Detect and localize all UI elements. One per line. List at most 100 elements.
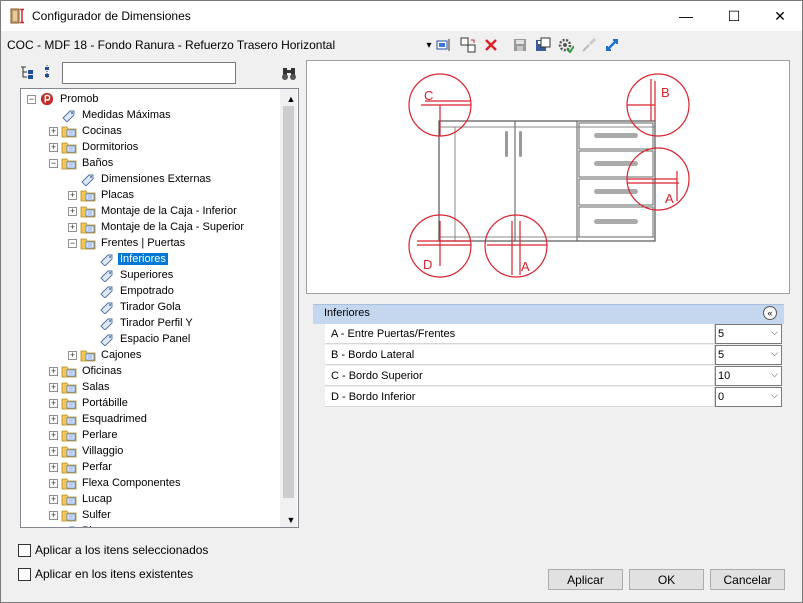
tree-item[interactable]: +Perfar	[49, 459, 114, 475]
property-divider	[714, 366, 715, 386]
tree-item[interactable]: Espacio Panel	[87, 331, 192, 347]
property-value-select[interactable]: 0⌵	[715, 387, 782, 407]
cancel-button[interactable]: Cancelar	[710, 569, 785, 590]
collapse-toggle-icon[interactable]: −	[49, 157, 58, 168]
apply-selected-label: Aplicar a los itens seleccionados	[35, 543, 209, 557]
tree-item[interactable]: + Montaje de la Caja - Superior	[68, 219, 246, 235]
collapse-toggle-icon[interactable]: −	[27, 93, 36, 104]
tree-item[interactable]: + Placas	[68, 187, 136, 203]
binoculars-icon[interactable]	[280, 64, 298, 82]
tree-item[interactable]: −Baños	[49, 155, 115, 171]
tree-item[interactable]: + Cocinas	[49, 123, 124, 139]
move-item-icon[interactable]	[459, 36, 477, 54]
tree-item-label: Superiores	[120, 269, 174, 281]
tree-search-input[interactable]	[62, 62, 236, 84]
tree-item[interactable]: +Oficinas	[49, 363, 124, 379]
properties-section-title: Inferiores	[324, 307, 370, 319]
tree-item-label: Lucap	[82, 493, 112, 505]
expand-toggle-icon[interactable]: +	[49, 365, 58, 376]
tree-scroll-thumb[interactable]	[283, 106, 294, 498]
tree-item[interactable]: Dimensiones Externas	[68, 171, 213, 187]
collapse-toggle-icon[interactable]: −	[68, 237, 77, 248]
tree-item[interactable]: − Frentes | Puertas	[68, 235, 187, 251]
apply-button[interactable]: Aplicar	[548, 569, 623, 590]
tree-item[interactable]: +Montaje de la Caja - Inferior	[68, 203, 239, 219]
property-value-select[interactable]: 10 ⌵	[715, 366, 782, 386]
tree-item[interactable]: Empotrado	[87, 283, 176, 299]
tree-item-label: Cocinas	[82, 125, 122, 137]
tree-item[interactable]: Tirador Gola	[87, 299, 183, 315]
expand-tree-icon[interactable]	[18, 63, 36, 81]
expand-toggle-icon[interactable]: +	[49, 413, 58, 424]
category-tree[interactable]: − Promob Medidas Máximas + Cocinas + Dormito…	[20, 88, 299, 528]
property-value-select[interactable]: 5⌵	[715, 324, 782, 344]
tag-icon	[100, 270, 113, 282]
expand-toggle-icon[interactable]: +	[49, 509, 58, 520]
tree-item[interactable]: +Salas	[49, 379, 112, 395]
tree-item-label: Montaje de la Caja - Superior	[101, 221, 245, 233]
folder-icon	[80, 238, 96, 250]
expand-toggle-icon[interactable]: +	[68, 205, 77, 216]
save-icon[interactable]	[511, 36, 529, 54]
tree-item[interactable]: + Dormitorios	[49, 139, 140, 155]
collapse-section-icon[interactable]: «	[763, 306, 777, 320]
chevron-down-icon[interactable]: ⌵	[771, 348, 778, 358]
tree-item[interactable]: Superiores	[87, 267, 175, 283]
property-value-select[interactable]: 5⌵	[715, 345, 782, 365]
tree-root[interactable]: − Promob	[27, 91, 101, 107]
tree-item[interactable]: Inferiores	[87, 251, 168, 267]
resize-arrow-icon[interactable]	[603, 36, 621, 54]
property-value: 10	[718, 370, 731, 382]
scroll-up-icon[interactable]: ▲	[286, 94, 296, 104]
tree-item-label: Frentes | Puertas	[101, 237, 186, 249]
folder-icon	[61, 462, 77, 474]
tree-item[interactable]: +Villaggio	[49, 443, 125, 459]
apply-existing-checkbox[interactable]	[18, 568, 31, 581]
minimize-button[interactable]: —	[679, 8, 693, 24]
tree-item-label: Esquadrimed	[82, 413, 147, 425]
path-dropdown[interactable]: ▾	[426, 39, 432, 51]
expand-toggle-icon[interactable]: +	[49, 429, 58, 440]
save-as-icon[interactable]	[534, 36, 552, 54]
tree-item[interactable]: + Perlare	[49, 427, 119, 443]
properties-section-header[interactable]	[313, 304, 784, 324]
cabinet-drawing: C B A D A	[408, 73, 690, 278]
tree-item[interactable]: Medidas Máximas	[49, 107, 173, 123]
delete-icon[interactable]	[482, 36, 500, 54]
collapse-tree-icon[interactable]	[39, 63, 57, 81]
close-button[interactable]: ✕	[774, 7, 786, 24]
expand-toggle-icon[interactable]: +	[49, 125, 58, 136]
expand-toggle-icon[interactable]: +	[49, 461, 58, 472]
disabled-tool-icon	[580, 36, 598, 54]
maximize-button[interactable]: ☐	[727, 7, 741, 24]
tree-item[interactable]: +Portábille	[49, 395, 130, 411]
tree-item[interactable]: + Lucap	[49, 491, 114, 507]
expand-toggle-icon[interactable]: +	[49, 477, 58, 488]
expand-toggle-icon[interactable]: +	[68, 189, 77, 200]
tree-item[interactable]: +Flexa Componentes	[49, 475, 182, 491]
expand-toggle-icon[interactable]: +	[68, 221, 77, 232]
tree-item[interactable]: Pl...	[49, 523, 103, 527]
expand-toggle-icon[interactable]: +	[49, 397, 58, 408]
tree-item[interactable]: + Esquadrimed	[49, 411, 149, 427]
chevron-down-icon[interactable]: ⌵	[771, 327, 778, 337]
select-item-icon[interactable]	[435, 36, 453, 54]
expand-toggle-icon[interactable]: +	[49, 141, 58, 152]
settings-icon[interactable]	[557, 36, 575, 54]
ok-button[interactable]: OK	[629, 569, 704, 590]
scroll-down-icon[interactable]: ▼	[286, 515, 296, 525]
chevron-down-icon[interactable]: ⌵	[771, 390, 778, 400]
tree-item[interactable]: +Sulfer	[49, 507, 113, 523]
apply-selected-checkbox[interactable]	[18, 544, 31, 557]
tree-item[interactable]: Tirador Perfil Y	[87, 315, 195, 331]
expand-toggle-icon[interactable]: +	[49, 381, 58, 392]
expand-toggle-icon[interactable]: +	[49, 493, 58, 504]
expand-toggle-icon[interactable]: +	[68, 349, 77, 360]
tree-item-label: Dormitorios	[82, 141, 139, 153]
expand-toggle-icon[interactable]: +	[49, 445, 58, 456]
tree-item-label: Perlare	[82, 429, 118, 441]
tree-item[interactable]: +Cajones	[68, 347, 143, 363]
chevron-down-icon[interactable]: ⌵	[771, 369, 778, 379]
tree-item-label: Placas	[101, 189, 135, 201]
